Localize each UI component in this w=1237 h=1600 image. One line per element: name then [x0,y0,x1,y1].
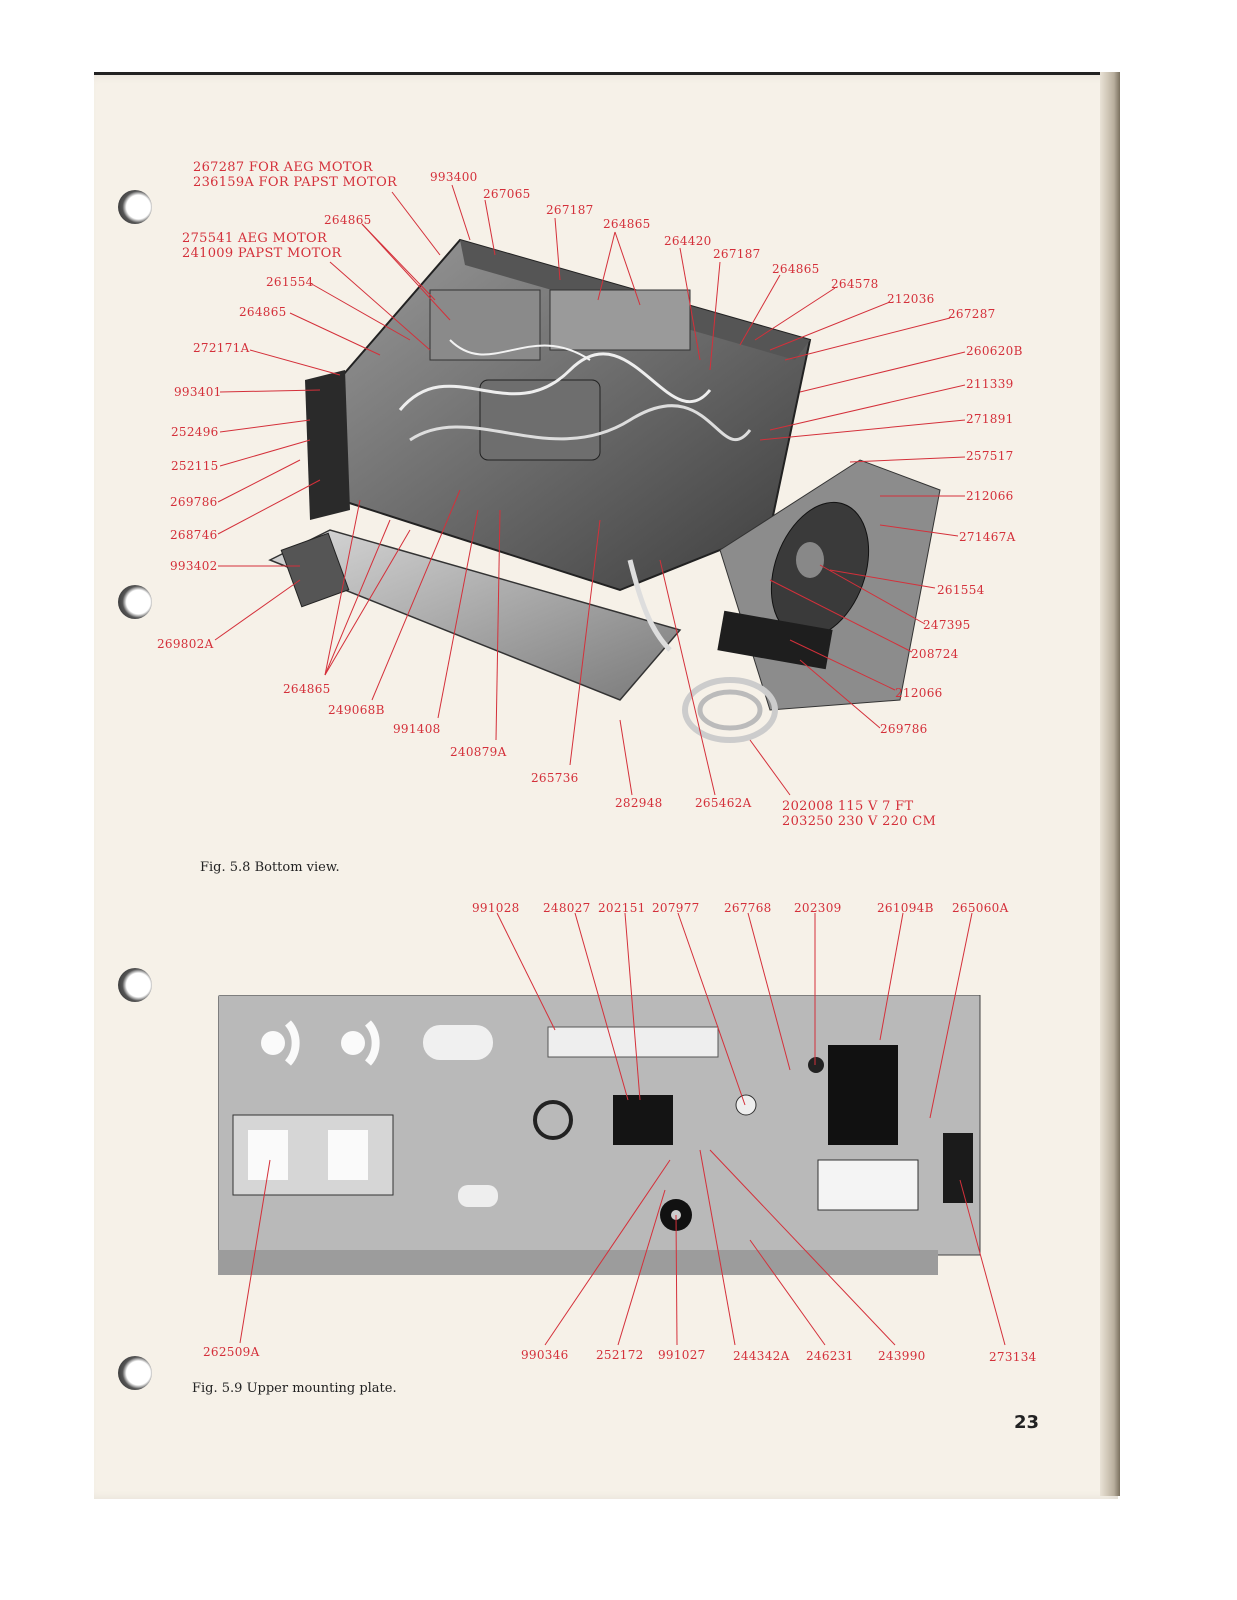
part-label: 991028 [472,901,520,915]
mounting-plate-photo [218,995,981,1275]
part-label: 236159A FOR PAPST MOTOR [193,175,398,190]
part-label: 264865 [772,262,820,276]
part-label: 252115 [171,459,219,473]
binder-hole-icon [118,585,152,619]
part-label: 990346 [521,1348,569,1362]
part-label: 267187 [713,247,761,261]
binding-edge [1100,72,1120,1496]
figure-caption: Fig. 5.9 Upper mounting plate. [192,1381,397,1396]
part-label: 264578 [831,277,879,291]
part-label: 991027 [658,1348,706,1362]
part-label: 265060A [952,901,1009,915]
part-label: 264865 [283,682,331,696]
part-label: 257517 [966,449,1014,463]
part-label: 282948 [615,796,663,810]
part-label: 271891 [966,412,1014,426]
part-label: 264865 [603,217,651,231]
bottom-view-photo [268,238,941,743]
part-label: 208724 [911,647,959,661]
part-label: 249068B [328,703,385,717]
part-label: 268746 [170,528,218,542]
part-label: 264865 [239,305,287,319]
page-number: 23 [1014,1412,1040,1433]
part-label: 993401 [174,385,222,399]
part-label: 241009 PAPST MOTOR [182,246,342,261]
part-label: 244342A [733,1349,790,1363]
part-label: 252496 [171,425,219,439]
part-label: 261554 [937,583,985,597]
part-label: 269786 [170,495,218,509]
part-label: 264865 [324,213,372,227]
part-label: 248027 [543,901,591,915]
part-label: 212066 [895,686,943,700]
part-label: 272171A [193,341,250,355]
part-label: 275541 AEG MOTOR [182,231,328,246]
part-label: 269786 [880,722,928,736]
part-label: 267287 FOR AEG MOTOR [193,160,373,175]
binder-hole-icon [118,190,152,224]
part-label: 265462A [695,796,752,810]
part-label: 212066 [966,489,1014,503]
part-label: 262509A [203,1345,260,1359]
part-label: 269802A [157,637,214,651]
part-label: 265736 [531,771,579,785]
part-label: 202309 [794,901,842,915]
part-label: 202151 [598,901,646,915]
part-label: 261554 [266,275,314,289]
part-label: 991408 [393,722,441,736]
figure-caption: Fig. 5.8 Bottom view. [200,860,340,875]
part-label: 212036 [887,292,935,306]
part-label: 271467A [959,530,1016,544]
part-label: 203250 230 V 220 CM [782,814,937,829]
part-label: 247395 [923,618,971,632]
binder-hole-icon [118,968,152,1002]
part-label: 211339 [966,377,1014,391]
part-label: 207977 [652,901,700,915]
part-label: 267768 [724,901,772,915]
part-label: 240879A [450,745,507,759]
part-label: 264420 [664,234,712,248]
part-label: 246231 [806,1349,854,1363]
part-label: 267287 [948,307,996,321]
part-label: 267187 [546,203,594,217]
part-label: 273134 [989,1350,1037,1364]
part-label: 267065 [483,187,531,201]
part-label: 993402 [170,559,218,573]
binder-hole-icon [118,1356,152,1390]
part-label: 202008 115 V 7 FT [782,799,914,814]
part-label: 260620B [966,344,1023,358]
part-label: 261094B [877,901,934,915]
part-label: 243990 [878,1349,926,1363]
part-label: 993400 [430,170,478,184]
part-label: 252172 [596,1348,644,1362]
